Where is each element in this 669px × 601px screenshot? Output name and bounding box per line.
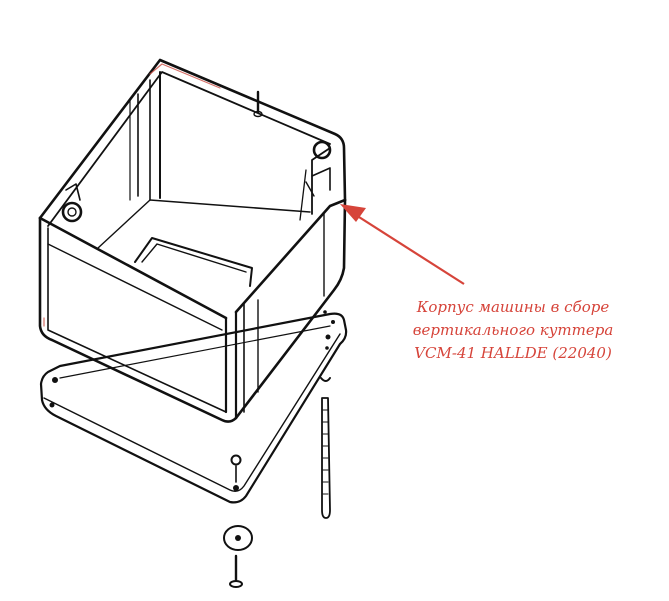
long-bolt	[320, 310, 331, 519]
callout-arrow	[340, 204, 465, 285]
callout-line-1: Корпус машины в сборе	[416, 298, 610, 316]
callout-line-2: вертикального куттера	[412, 321, 614, 339]
short-screw	[229, 554, 243, 588]
part-callout: Корпус машины в сборе вертикального кутт…	[388, 296, 638, 365]
callout-line-3: VCM-41 HALLDE (22040)	[414, 344, 612, 362]
base-plate	[39, 312, 348, 504]
machine-housing	[38, 58, 347, 423]
round-foot	[223, 454, 253, 551]
